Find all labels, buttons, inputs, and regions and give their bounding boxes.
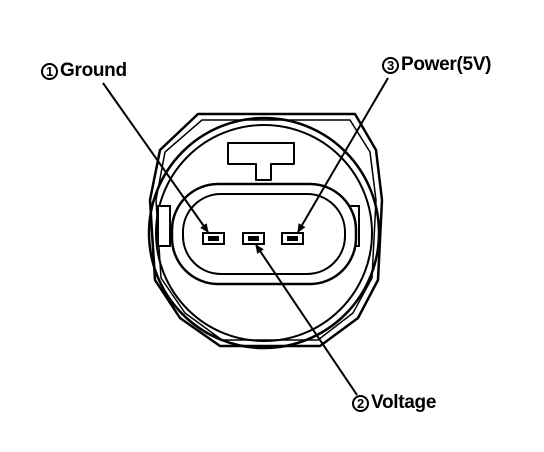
hex-body-outline (148, 112, 384, 348)
left-latch (157, 205, 171, 247)
pin-number-badge: 1 (41, 62, 58, 80)
label-voltage-text: Voltage (371, 392, 437, 413)
pin-number-badge: 3 (382, 56, 399, 74)
label-ground-text: Ground (60, 60, 127, 81)
hex-body-inner-edge (155, 119, 377, 341)
label-power: 3 Power(5V) (382, 54, 492, 76)
leader-line-ground (102, 82, 209, 233)
pin-2-voltage (242, 232, 265, 245)
leader-line-voltage (255, 244, 358, 396)
connector-inner-ring (155, 124, 373, 342)
connector-outer-ring (147, 116, 381, 350)
label-voltage: 2 Voltage (352, 392, 436, 414)
pin-1-ground (202, 232, 225, 245)
label-ground: 1 Ground (41, 60, 127, 82)
pin-number-badge: 2 (352, 394, 369, 412)
leader-line-power (297, 77, 389, 233)
pin-3-power (281, 232, 304, 245)
label-power-text: Power(5V) (401, 54, 492, 75)
key-tab (227, 142, 295, 181)
terminal-housing-inner (182, 193, 346, 275)
